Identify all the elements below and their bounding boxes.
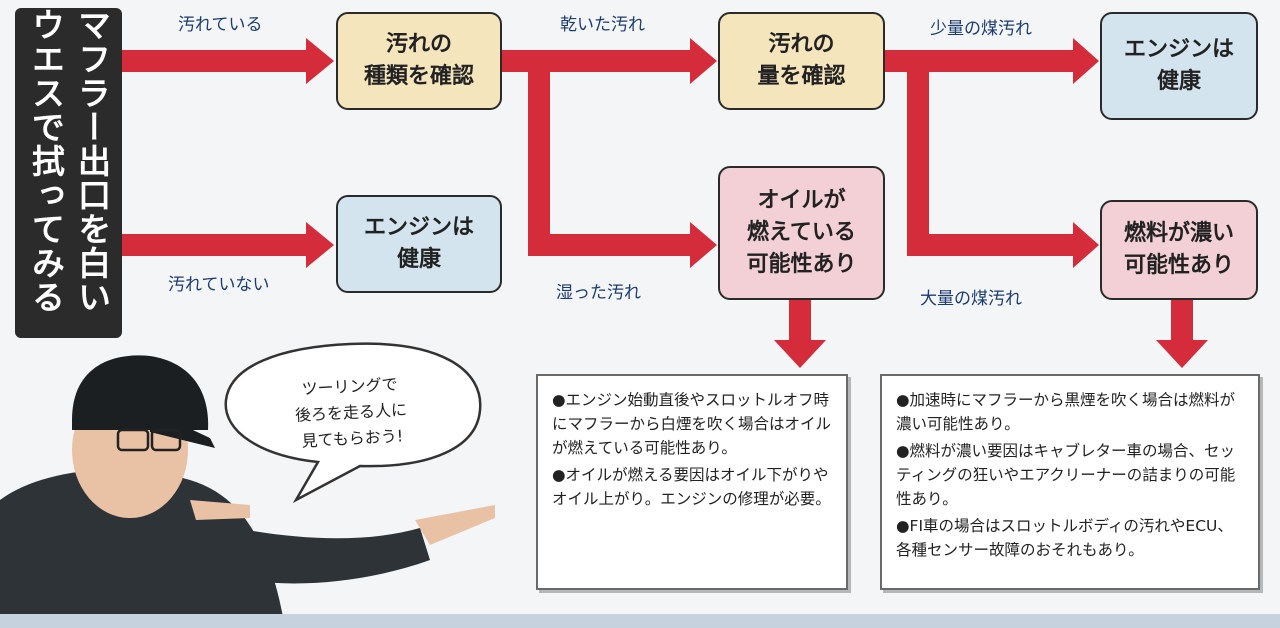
box-check-type: 汚れの 種類を確認 bbox=[336, 12, 502, 110]
note-fuel-item: ●燃料が濃い要因はキャブレター車の場合、セッティングの狂いやエアクリーナーの詰ま… bbox=[896, 442, 1236, 508]
arrow-much-soot-head bbox=[1073, 222, 1099, 268]
title-bar: マフラー出口を白いウエスで拭ってみる bbox=[15, 8, 122, 338]
box-oil-burning: オイルが 燃えている 可能性あり bbox=[718, 166, 885, 300]
box-check-amount-text: 汚れの 量を確認 bbox=[757, 32, 846, 89]
arrow-not-dirty-head bbox=[306, 222, 334, 268]
arrow-fuel-down-shaft bbox=[1171, 300, 1193, 342]
glasses-icon bbox=[116, 428, 150, 452]
arrow-not-dirty-shaft bbox=[122, 234, 308, 256]
label-dry: 乾いた汚れ bbox=[560, 15, 645, 35]
label-much-soot: 大量の煤汚れ bbox=[920, 289, 1022, 309]
box-oil-burning-text: オイルが 燃えている 可能性あり bbox=[746, 188, 857, 277]
box-rich-fuel: 燃料が濃い 可能性あり bbox=[1100, 200, 1258, 300]
arrow-dirty-head bbox=[306, 38, 334, 84]
label-wet: 湿った汚れ bbox=[556, 283, 641, 303]
arrow-oil-down-shaft bbox=[789, 300, 811, 342]
connector-arrows bbox=[122, 38, 1208, 368]
box-rich-fuel-text: 燃料が濃い 可能性あり bbox=[1123, 221, 1234, 278]
arrow-fuel-down-head bbox=[1156, 340, 1208, 368]
label-dirty: 汚れている bbox=[178, 15, 263, 35]
arrow-much-soot-vertical bbox=[907, 50, 929, 256]
arrow-wet-vertical bbox=[528, 50, 550, 256]
note-oil-item: ●エンジン始動直後やスロットルオフ時にマフラーから白煙を吹く場合はオイルが燃えて… bbox=[552, 391, 832, 457]
hand-pointing-2 bbox=[415, 505, 495, 545]
box-engine-ok-1-text: エンジンは 健康 bbox=[363, 215, 474, 272]
cap-brim bbox=[150, 410, 215, 448]
arrow-dry-head bbox=[690, 38, 717, 84]
box-engine-ok-2: エンジンは 健康 bbox=[1100, 12, 1258, 120]
glasses-lens bbox=[150, 428, 182, 452]
arrow-little-soot-head bbox=[1073, 38, 1099, 84]
arm bbox=[200, 520, 430, 584]
arrow-oil-down-head bbox=[774, 340, 826, 368]
label-little-soot: 少量の煤汚れ bbox=[930, 19, 1032, 39]
page-bottom-band bbox=[0, 614, 1280, 628]
note-oil-item: ●オイルが燃える要因はオイル下がりやオイル上がり。エンジンの修理が必要。 bbox=[552, 466, 831, 508]
arrow-much-soot-shaft bbox=[907, 234, 1075, 256]
arrow-dirty-shaft bbox=[122, 50, 308, 72]
arrow-wet-shaft bbox=[528, 234, 692, 256]
cap bbox=[72, 355, 209, 430]
label-not-dirty: 汚れていない bbox=[168, 275, 270, 295]
box-engine-ok-1: エンジンは 健康 bbox=[336, 195, 502, 293]
speech-bubble bbox=[224, 342, 482, 504]
box-check-amount: 汚れの 量を確認 bbox=[718, 12, 885, 110]
box-engine-ok-2-text: エンジンは 健康 bbox=[1123, 37, 1234, 94]
note-fuel-item: ●FI車の場合はスロットルボディの汚れやECU、各種センサー故障のおそれもあり。 bbox=[896, 517, 1233, 559]
arrow-little-soot-shaft bbox=[885, 50, 1075, 72]
hand-pointing-1 bbox=[190, 500, 250, 520]
box-check-type-text: 汚れの 種類を確認 bbox=[363, 32, 474, 89]
note-fuel: ●加速時にマフラーから黒煙を吹く場合は燃料が濃い可能性あり。 ●燃料が濃い要因は… bbox=[880, 374, 1260, 590]
person-illustration bbox=[0, 355, 495, 628]
speech-text: ツーリングで 後ろを走る人に 見てもらおう! bbox=[294, 374, 408, 451]
note-oil: ●エンジン始動直後やスロットルオフ時にマフラーから白煙を吹く場合はオイルが燃えて… bbox=[536, 374, 848, 590]
title-text: マフラー出口を白いウエスで拭ってみる bbox=[26, 8, 112, 314]
arrow-wet-head bbox=[690, 222, 717, 268]
note-fuel-item: ●加速時にマフラーから黒煙を吹く場合は燃料が濃い可能性あり。 bbox=[896, 391, 1236, 433]
